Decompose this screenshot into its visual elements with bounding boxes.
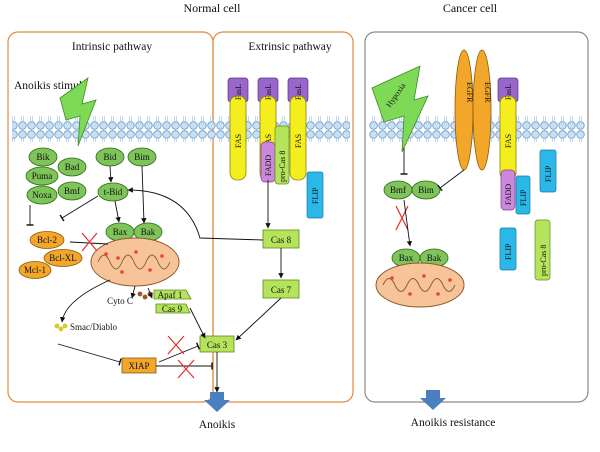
fasl-fas-1 xyxy=(227,77,249,181)
fas-receptors-normal xyxy=(227,77,309,181)
smac-dot-3 xyxy=(62,323,68,329)
bcl2-label: Bcl-2 xyxy=(37,235,57,245)
bmf-label-cancer: Bmf xyxy=(390,185,406,195)
anoikis-arrow xyxy=(204,392,230,412)
egfr-receptor xyxy=(454,49,492,171)
fadd-label: FADD xyxy=(264,155,273,176)
flip-label-normal: FLIP xyxy=(311,187,320,204)
cas9-box xyxy=(155,303,191,314)
fasl-fas-3 xyxy=(287,77,309,181)
bik-label: Bik xyxy=(36,152,50,162)
normal-cell-heading: Normal cell xyxy=(184,1,242,15)
cas9-label: Cas 9 xyxy=(162,304,183,314)
bim-label: Bim xyxy=(134,152,150,162)
fas-label-cancer: FAS xyxy=(504,134,513,148)
intrinsic-pathway-label: Intrinsic pathway xyxy=(72,41,152,53)
pro-cas8-cancer xyxy=(534,219,551,281)
flip-label-cancer-2: FLIP xyxy=(544,165,553,182)
bclxl-label: Bcl-XL xyxy=(49,253,77,263)
bad-label: Bad xyxy=(65,162,80,172)
cross-bcl2 xyxy=(81,232,98,252)
hypoxia-lightning-icon xyxy=(371,65,429,153)
flip-cancer-3 xyxy=(499,227,517,271)
smac-label: Smac/Diablo xyxy=(70,322,117,332)
anoikis-resistance-outcome: Anoikis resistance xyxy=(411,417,496,429)
cas7-label: Cas 7 xyxy=(271,285,292,295)
egfr-label-1: EGFR xyxy=(465,82,474,103)
bak-label: Bak xyxy=(141,227,156,237)
extrinsic-pathway-label: Extrinsic pathway xyxy=(248,41,332,53)
cas8-label: Cas 8 xyxy=(271,235,292,245)
fas-label-3: FAS xyxy=(294,134,303,148)
lightning-icon xyxy=(59,77,97,147)
bclxl-protein xyxy=(43,249,83,267)
fadd-cancer xyxy=(500,169,516,211)
mcl1-label: Mcl-1 xyxy=(24,265,46,275)
cross-xiap-apop xyxy=(177,359,195,379)
fas-label-1: FAS xyxy=(234,134,243,148)
puma-protein xyxy=(25,166,59,186)
cancer-cell-heading: Cancer cell xyxy=(443,1,498,15)
bax-label: Bax xyxy=(113,227,128,237)
bak-label-cancer: Bak xyxy=(427,253,442,263)
bax-label-cancer: Bax xyxy=(399,253,414,263)
normal-cell-arrows xyxy=(26,165,284,393)
flip-cancer-2 xyxy=(539,149,557,193)
pro-cas8-label-cancer: pro-Cas 8 xyxy=(539,245,548,276)
cytoc-dot-1 xyxy=(137,291,143,297)
cancer-cell-arrows xyxy=(400,148,465,247)
mcl1-protein xyxy=(18,261,52,279)
anoikis-stimuli-label: Anoikis stimuli xyxy=(14,80,85,92)
fasl-label-2: FasL xyxy=(264,84,273,100)
noxa-label: Noxa xyxy=(32,190,52,200)
mitochondrion-cancer xyxy=(375,262,465,308)
bmf-label: Bmf xyxy=(64,186,80,196)
noxa-protein xyxy=(26,185,58,205)
bik-protein xyxy=(28,147,58,167)
egfr-label-2: EGFR xyxy=(483,82,492,103)
xiap-box xyxy=(121,357,157,374)
red-cross-marks xyxy=(81,205,409,379)
smac-dot-1 xyxy=(54,323,60,329)
bad-protein xyxy=(57,157,87,177)
anoikis-outcome: Anoikis xyxy=(199,419,236,431)
resistance-arrow xyxy=(420,390,446,410)
bid-label: Bid xyxy=(103,152,117,162)
fadd-label-cancer: FADD xyxy=(504,184,513,205)
apaf1-label: Apaf 1 xyxy=(158,290,183,300)
cytoc-dot-2 xyxy=(142,294,148,300)
fasl-label-3: FasL xyxy=(294,84,303,100)
flip-cancer-1 xyxy=(515,175,531,215)
bim-label-cancer: Bim xyxy=(418,185,434,195)
cross-xiap-cas3 xyxy=(167,335,185,355)
flip-label-cancer-1: FLIP xyxy=(519,189,528,206)
bmf-protein xyxy=(57,181,87,201)
fas-label-2: FAS xyxy=(264,134,273,148)
fasl-label-cancer: FasL xyxy=(504,84,513,100)
puma-label: Puma xyxy=(32,171,53,181)
tbid-label: t-Bid xyxy=(104,187,123,197)
fasl-label-1: FasL xyxy=(234,84,243,100)
cytoc-label: Cyto C xyxy=(107,296,133,306)
mitochondrion-normal xyxy=(90,237,180,287)
bcl2-protein xyxy=(29,231,65,249)
flip-label-cancer-3: FLIP xyxy=(504,243,513,260)
extrinsic-panel xyxy=(212,31,354,403)
smac-dot-2 xyxy=(58,326,64,332)
cas3-label: Cas 3 xyxy=(207,340,228,350)
cross-cancer xyxy=(395,205,409,231)
apaf1-box xyxy=(153,289,192,300)
pro-cas8-normal xyxy=(274,125,290,185)
xiap-label: XIAP xyxy=(128,361,149,371)
cancer-cell-panel xyxy=(364,31,589,403)
fasl-fas-cancer xyxy=(497,77,519,181)
pro-cas8-label: pro-Cas 8 xyxy=(278,151,287,182)
flip-normal xyxy=(306,171,324,219)
